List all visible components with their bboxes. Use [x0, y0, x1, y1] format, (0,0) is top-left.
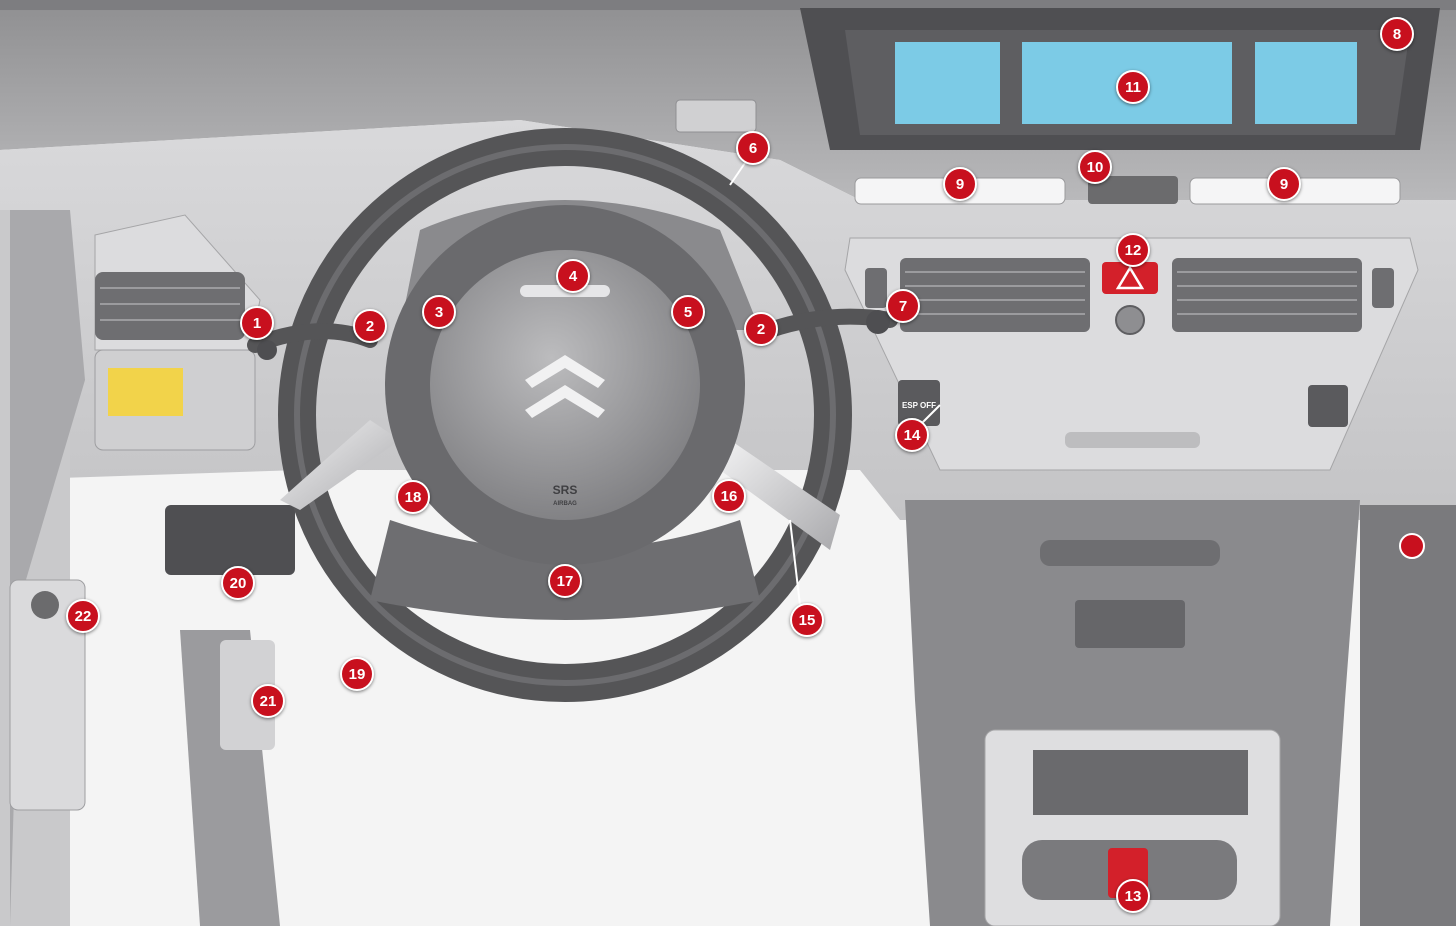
esp-label: ESP OFF: [902, 401, 936, 410]
vent-center-right: [1172, 258, 1362, 332]
callout-1: 1: [240, 306, 274, 340]
callout-7: 7: [886, 289, 920, 323]
callout-2a: 2: [353, 309, 387, 343]
door-window-switches: [9, 579, 86, 811]
left-vent-slats: [100, 287, 240, 321]
right-panel: [1360, 505, 1456, 926]
callout-18: 18: [396, 480, 430, 514]
callout-10: 10: [1078, 150, 1112, 184]
callout-5: 5: [671, 295, 705, 329]
glovebox-handle: [1040, 540, 1220, 566]
srs-sublabel: AIRBAG: [553, 501, 577, 507]
callout-16: 16: [712, 479, 746, 513]
lock-button: [1308, 385, 1348, 427]
citroen-logo-lower: [525, 385, 605, 418]
ignition-key: [1399, 533, 1425, 559]
side-vent-right: [1372, 268, 1394, 308]
console-slot: [1075, 600, 1185, 648]
citroen-logo-upper: [525, 355, 605, 388]
callout-9a: 9: [943, 167, 977, 201]
left-vent: [95, 272, 245, 340]
center-switch: [1088, 176, 1178, 204]
hazard-button: [1102, 262, 1158, 294]
callout-22: 22: [66, 599, 100, 633]
center-knob: [1115, 305, 1145, 335]
callout-14: 14: [895, 418, 929, 452]
callout-4: 4: [556, 259, 590, 293]
storage-slot: [1065, 432, 1200, 448]
callout-13: 13: [1116, 879, 1150, 913]
stalk-left-knob: [257, 340, 277, 360]
windscreen-edge: [0, 0, 1456, 10]
callout-9b: 9: [1267, 167, 1301, 201]
callout-11: 11: [1116, 70, 1150, 104]
screen-left: [895, 42, 1000, 124]
door-trim: [10, 210, 85, 926]
spoke-right: [720, 440, 840, 550]
srs-label: SRS: [553, 483, 578, 497]
hazard-triangle: [1115, 265, 1145, 290]
callout-3: 3: [422, 295, 456, 329]
screen-right: [1255, 42, 1357, 124]
callout-2b: 2: [744, 312, 778, 346]
callout-12: 12: [1116, 233, 1150, 267]
radio-lcd: [108, 368, 183, 416]
side-vent-left: [865, 268, 887, 308]
callout-17: 17: [548, 564, 582, 598]
vent-center-left: [900, 258, 1090, 332]
callout-15: 15: [790, 603, 824, 637]
mirror-control: [31, 591, 59, 619]
callout-6: 6: [736, 131, 770, 165]
pedal: [220, 640, 275, 750]
rear-mirror-control: [675, 99, 757, 133]
callout-19: 19: [340, 657, 374, 691]
lower-display: [1033, 750, 1248, 815]
left-switch-panel: [165, 505, 295, 575]
steering-wheel-rim-highlight: [294, 144, 836, 686]
stalk-right-knob: [866, 310, 890, 334]
callout-20: 20: [221, 566, 255, 600]
spoke-left: [280, 420, 400, 510]
callout-21: 21: [251, 684, 285, 718]
vent-slats: [905, 271, 1357, 315]
callout-8: 8: [1380, 17, 1414, 51]
